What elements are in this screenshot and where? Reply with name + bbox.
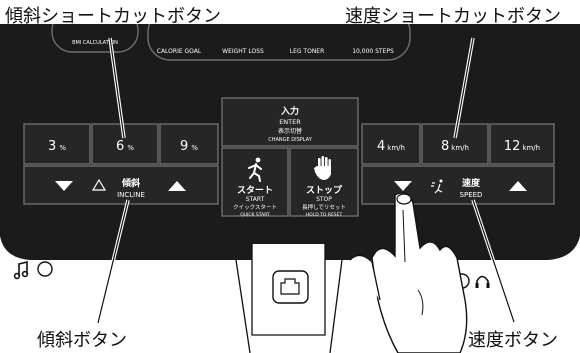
- start-en-label: START: [246, 196, 265, 203]
- bmi-label: BMI CALCULATION: [72, 40, 118, 46]
- stop-button[interactable]: ストップ STOP 長押しでリセット HOLD TO RESET: [289, 147, 359, 218]
- start-jp2-label: クイックスタート: [233, 203, 277, 211]
- incline-3-button[interactable]: [23, 123, 91, 165]
- weight-loss-label: WEIGHT LOSS: [222, 48, 264, 55]
- stop-jp-label: ストップ: [306, 184, 343, 196]
- speed-4-button[interactable]: [361, 123, 421, 165]
- incline-en-label: INCLINE: [117, 191, 145, 199]
- speed-12-button[interactable]: [489, 123, 555, 165]
- top-white-band: [0, 0, 580, 24]
- incline-up-arrow-icon: [168, 181, 186, 191]
- speed-up-arrow-icon: [509, 181, 527, 191]
- usb-port-icon: [272, 270, 309, 304]
- audio-jack-circle: [37, 261, 53, 277]
- stop-en-label: STOP: [316, 196, 332, 203]
- incline-button-leader: [97, 199, 129, 324]
- speed-shortcut-caption: 速度ショートカットボタン: [345, 6, 561, 27]
- enter-jp-label: 入力: [280, 105, 299, 117]
- incline-triangle-icon: [91, 178, 107, 191]
- steps-label: 10,000 STEPS: [352, 48, 394, 55]
- start-en2-label: QUICK START: [240, 212, 270, 218]
- incline-shortcut-leader: [109, 37, 125, 139]
- incline-button[interactable]: 傾斜 INCLINE: [23, 165, 219, 205]
- speed-button-caption: 速度ボタン: [468, 330, 558, 351]
- incline-6-label: 6%: [116, 139, 134, 154]
- hand-icon: [314, 156, 331, 180]
- enter-jp2-label: 表示切替: [278, 127, 302, 135]
- slot-line-left: [235, 259, 251, 353]
- speed-button[interactable]: 速度 SPEED: [361, 165, 555, 205]
- runner-icon: [248, 157, 262, 182]
- incline-button-caption: 傾斜ボタン: [37, 330, 127, 351]
- calorie-goal-label: CALORIE GOAL: [157, 48, 202, 55]
- hand-illustration: [349, 192, 468, 353]
- port-shape: [280, 278, 300, 295]
- incline-down-arrow-icon: [55, 181, 73, 191]
- incline-6-button[interactable]: [91, 123, 159, 165]
- stop-en2-label: HOLD TO RESET: [306, 212, 343, 218]
- runner-speed-icon: [431, 179, 443, 194]
- speed-8-button[interactable]: [421, 123, 489, 165]
- start-jp-label: スタート: [237, 184, 273, 196]
- music-note-icon: [13, 260, 29, 280]
- speed-down-arrow-icon: [394, 181, 412, 191]
- incline-shortcut-row: 3% 6% 9%: [23, 123, 219, 165]
- enter-en-label: ENTER: [279, 118, 301, 126]
- speed-en-label: SPEED: [460, 191, 483, 199]
- enter-button[interactable]: 入力 ENTER 表示切替 CHANGE DISPLAY: [221, 97, 359, 147]
- leg-toner-label: LEG TONER: [290, 48, 325, 55]
- speed-shortcut-leader: [454, 37, 474, 139]
- slot-line-right: [329, 259, 343, 353]
- start-button[interactable]: スタート START クイックスタート QUICK START: [221, 147, 289, 218]
- incline-9-label: 9%: [180, 139, 198, 154]
- enter-en2-label: CHANGE DISPLAY: [268, 137, 312, 143]
- speed-button-leader: [472, 199, 515, 323]
- speed-jp-label: 速度: [462, 177, 481, 189]
- incline-3-label: 3%: [48, 139, 66, 154]
- incline-9-button[interactable]: [159, 123, 219, 165]
- headphone-icon: [475, 275, 490, 288]
- incline-jp-label: 傾斜: [121, 177, 140, 189]
- incline-shortcut-caption: 傾斜ショートカットボタン: [5, 6, 221, 27]
- stop-jp2-label: 長押しでリセット: [302, 203, 346, 211]
